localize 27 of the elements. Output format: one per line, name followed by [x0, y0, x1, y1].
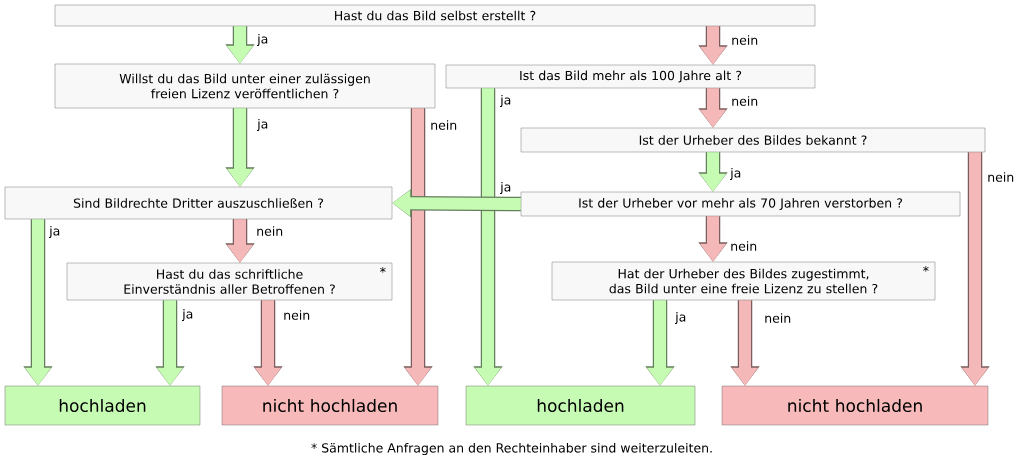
- question-box: Ist der Urheber vor mehr als 70 Jahren verstorben ?: [520, 191, 961, 217]
- footnote-mark: *: [380, 267, 386, 273]
- edge-label: nein: [986, 171, 1016, 183]
- edge-label: ja: [256, 32, 270, 48]
- result-box: nicht hochladen: [721, 385, 989, 426]
- edge-label: nein: [429, 119, 459, 131]
- edge-label: nein: [730, 34, 760, 46]
- edge-label: ja: [181, 307, 195, 323]
- question-box: Hast du das Bild selbst erstellt ?: [54, 4, 816, 27]
- result-box: nicht hochladen: [221, 385, 439, 426]
- question-box: Willst du das Bild unter einer zulässigen freien Lizenz veröffentlichen ?: [54, 63, 436, 109]
- edge-label: nein: [730, 95, 760, 107]
- edge-label: ja: [256, 117, 270, 133]
- edge-label: ja: [729, 166, 743, 182]
- edge-label: nein: [255, 225, 285, 237]
- edge-label: nein: [763, 312, 793, 324]
- edge-label: ja: [48, 224, 62, 240]
- edge-label: ja: [499, 93, 513, 109]
- question-box: Ist der Urheber des Bildes bekannt ?: [520, 127, 986, 153]
- edge-label: ja: [674, 310, 688, 326]
- edge-label: ja: [499, 180, 513, 196]
- question-box: Ist das Bild mehr als 100 Jahre alt ?: [445, 64, 816, 89]
- footnote: * Sämtliche Anfragen an den Rechteinhaber sind weiterzuleiten.: [311, 442, 712, 456]
- footnote-mark: *: [923, 266, 929, 272]
- edge-label: nein: [282, 309, 312, 321]
- question-box: Sind Bildrechte Dritter auszuschließen ?: [4, 186, 393, 220]
- edge-label: nein: [729, 240, 759, 252]
